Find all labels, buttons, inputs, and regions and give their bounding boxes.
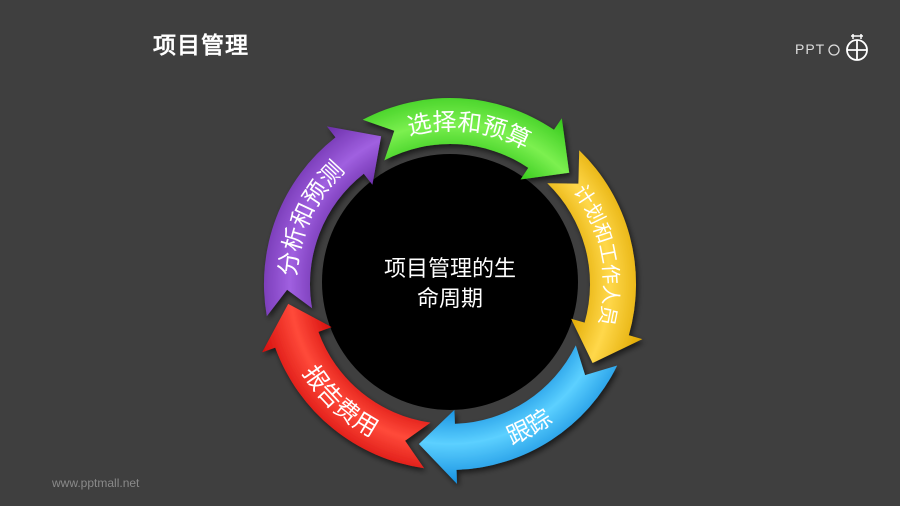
center-text-line-2: 命周期 [417, 287, 483, 312]
cycle-arrow-1 [362, 98, 570, 180]
center-circle [322, 154, 578, 410]
logo-text: PPT [795, 41, 826, 57]
center-text-line-1: 项目管理的生 [384, 257, 516, 282]
cycle-arrow-3 [418, 345, 618, 484]
cycle-arrow-5 [263, 126, 382, 317]
logo: PPT [795, 32, 875, 62]
page-title: 项目管理 [153, 33, 249, 59]
cycle-arrow-4 [262, 303, 431, 469]
circle-cross-logo-icon [828, 34, 868, 61]
site-watermark: www.pptmall.net [52, 476, 140, 490]
cycle-arrow-2 [547, 150, 643, 363]
